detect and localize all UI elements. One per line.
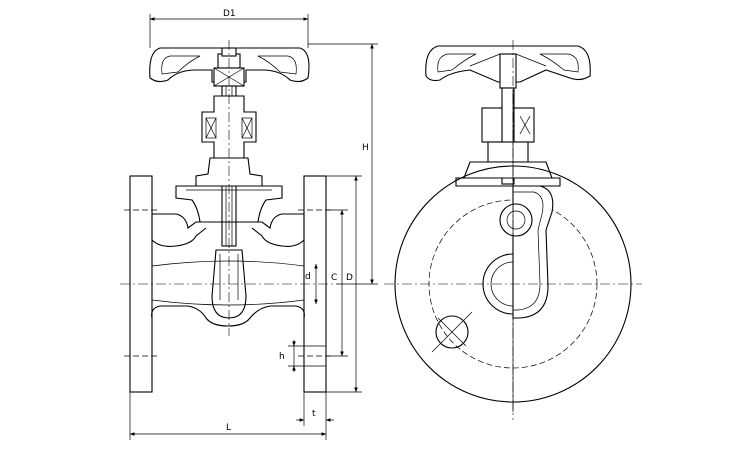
dim-label-d: d: [305, 272, 311, 282]
dim-label-c: C: [331, 273, 337, 283]
dim-label-d1: D1: [223, 9, 236, 19]
dim-label-big-d: D: [346, 273, 353, 283]
front-view: [120, 40, 336, 393]
dim-label-t: t: [312, 409, 316, 419]
dimensions: D1 H d C D h t L: [129, 9, 378, 440]
dim-label-h: H: [362, 143, 369, 153]
dim-label-l: L: [226, 423, 231, 433]
side-view: [384, 40, 642, 420]
dim-label-small-h: h: [279, 352, 285, 362]
